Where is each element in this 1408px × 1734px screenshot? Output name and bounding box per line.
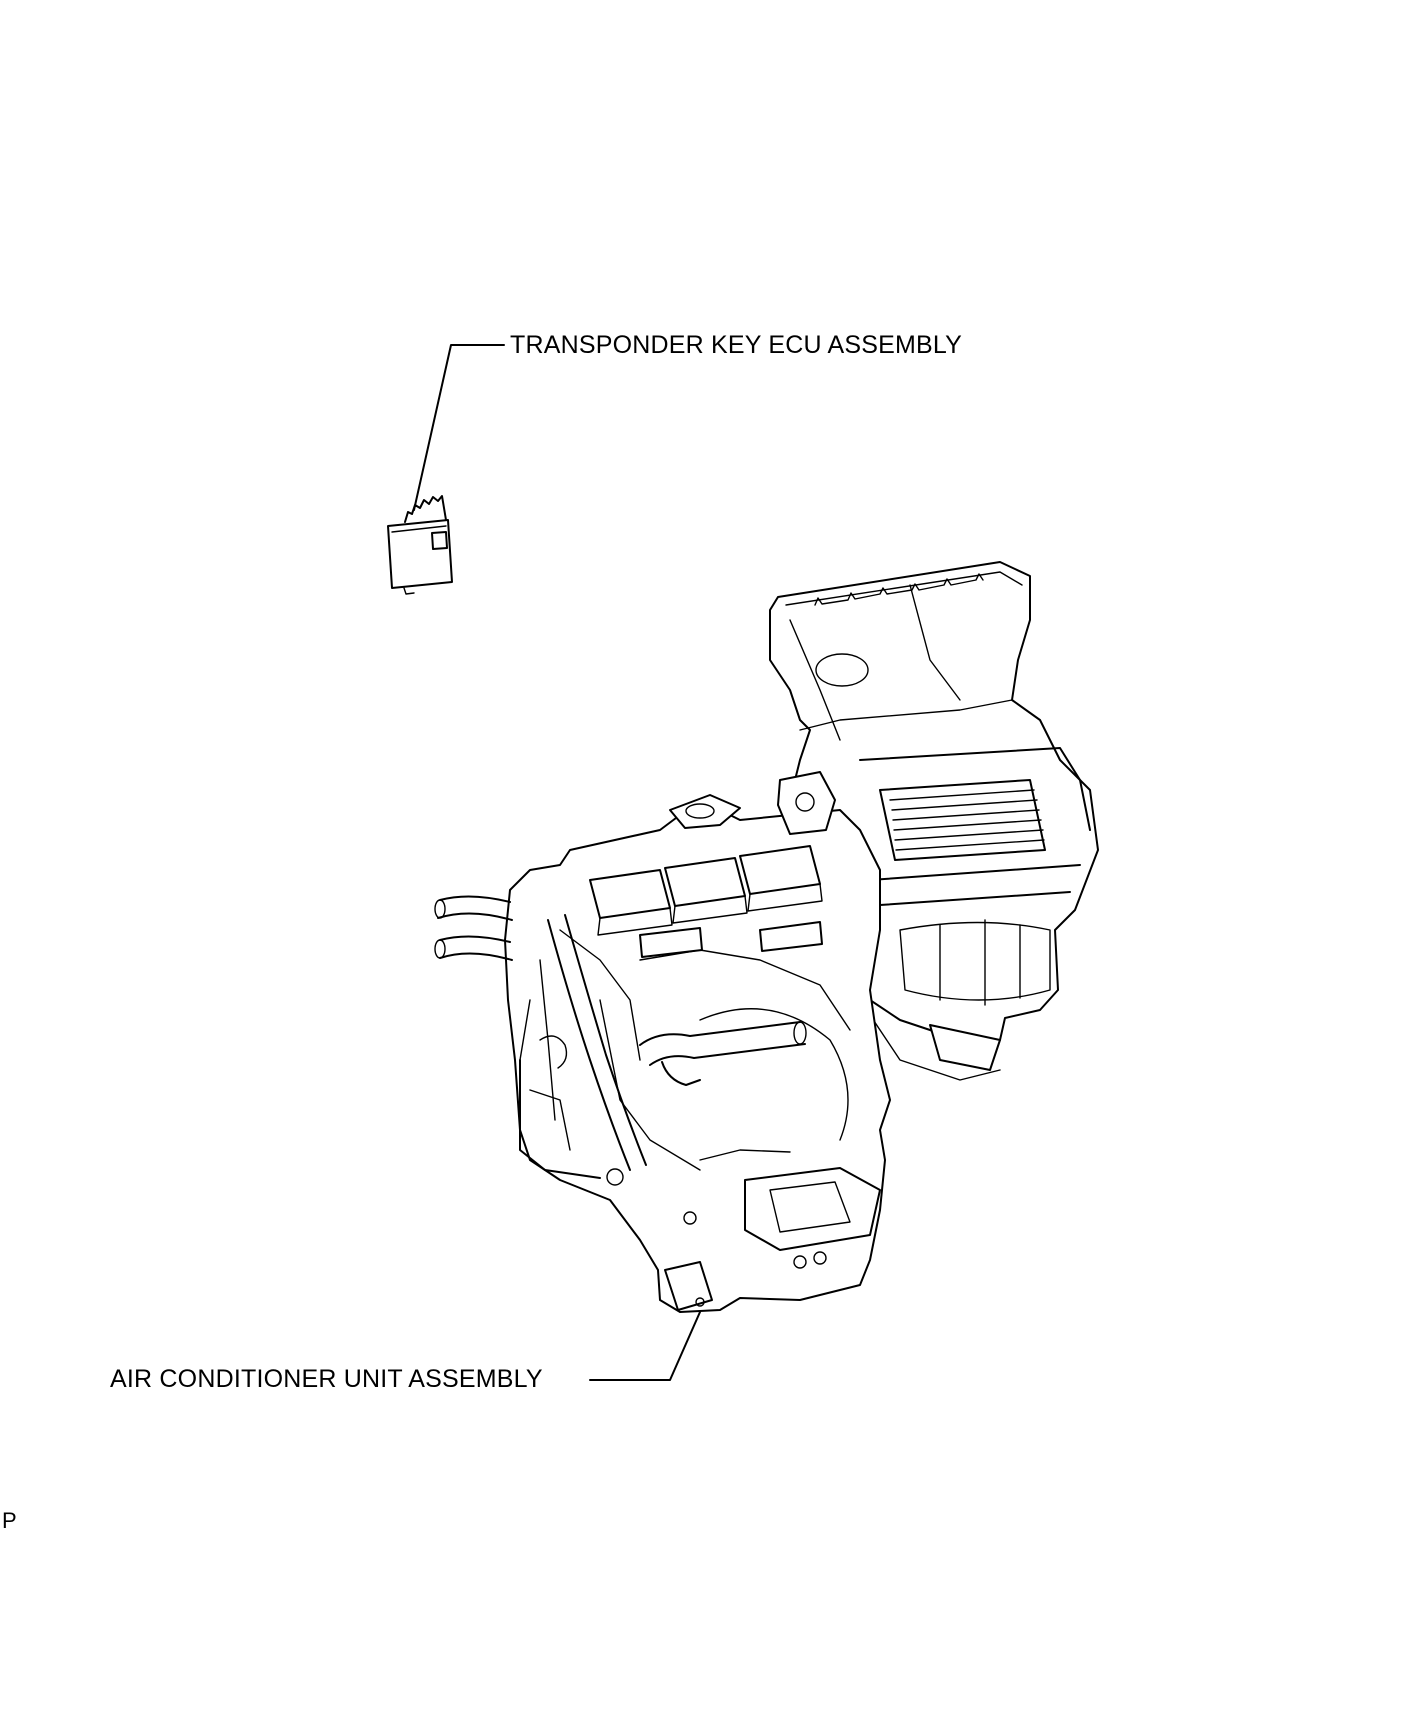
leader-line-transponder [413, 344, 505, 511]
air-conditioner-unit-illustration [434, 561, 1099, 1313]
heater-case [434, 771, 891, 1313]
leader-line-aircon [589, 1311, 701, 1381]
air-conditioner-unit-label: AIR CONDITIONER UNIT ASSEMBLY [110, 1365, 543, 1393]
transponder-key-ecu-label: TRANSPONDER KEY ECU ASSEMBLY [510, 331, 963, 359]
transponder-key-ecu-illustration [387, 495, 453, 595]
corner-marker-label: P [2, 1508, 17, 1533]
